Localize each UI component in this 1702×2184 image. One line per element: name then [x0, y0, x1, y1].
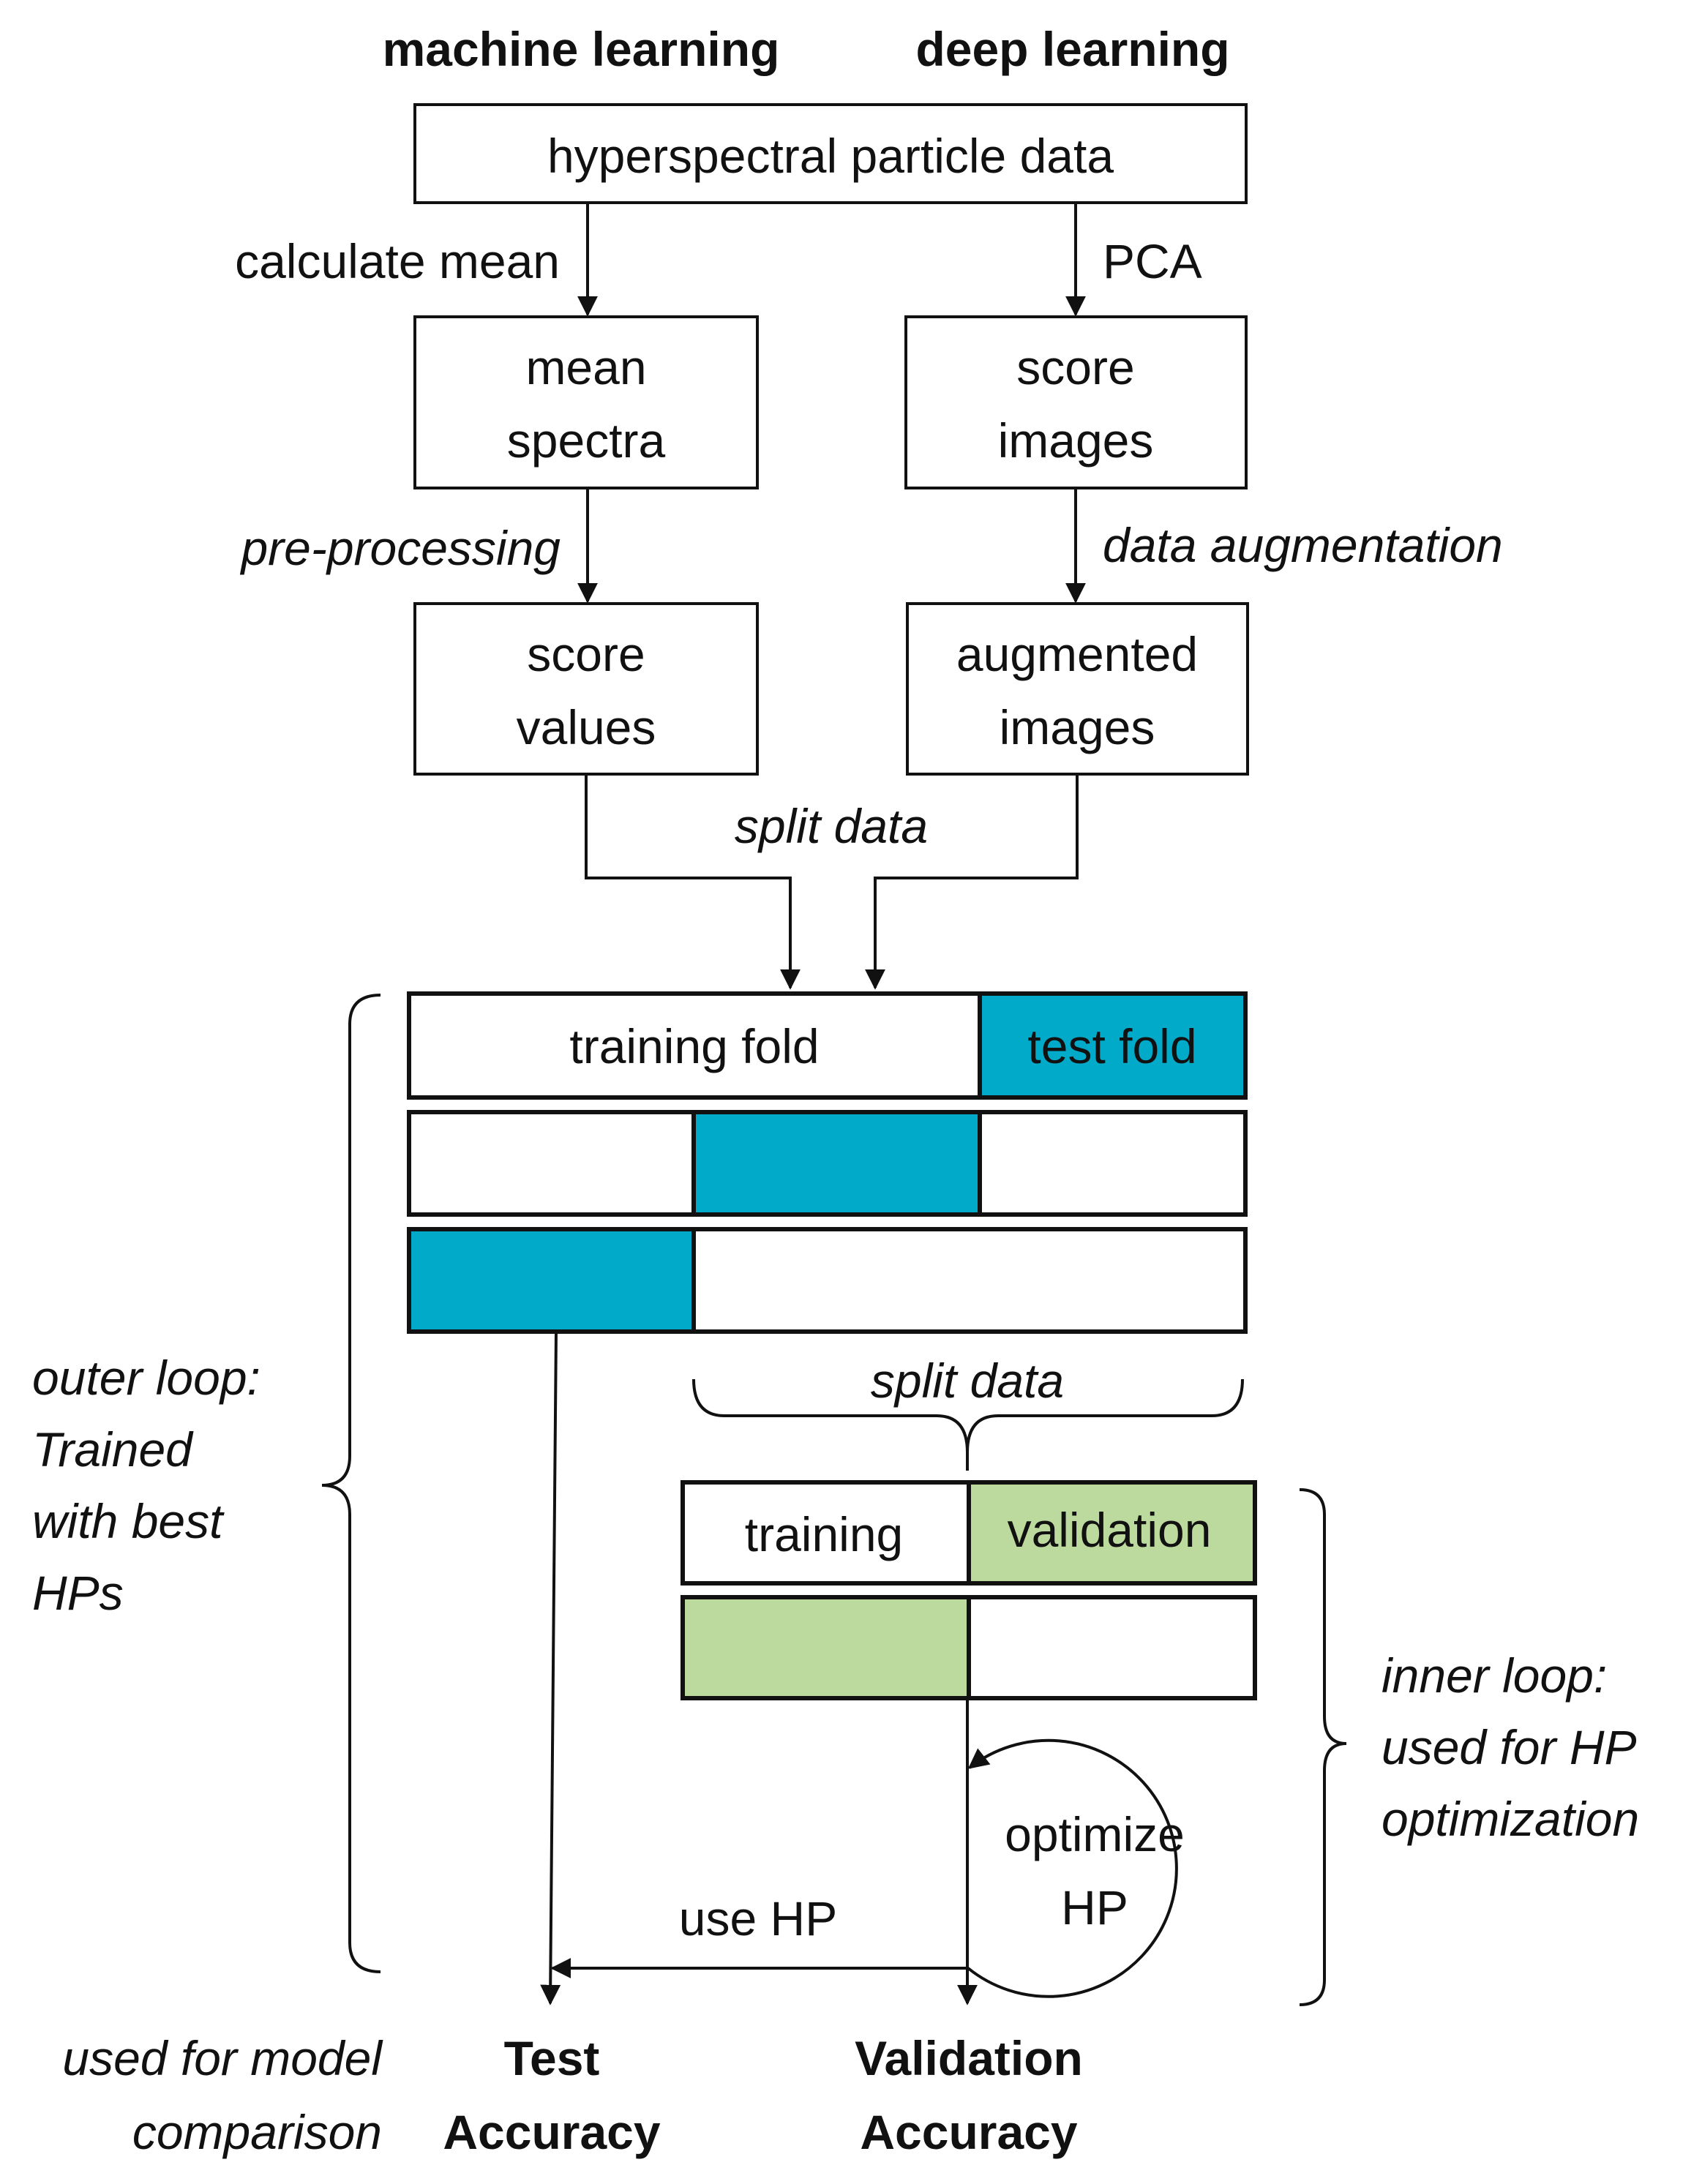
svg-text:images: images — [998, 413, 1154, 468]
header-machine-learning: machine learning — [383, 22, 780, 76]
label-data-augmentation: data augmentation — [1103, 518, 1503, 572]
svg-text:augmented: augmented — [956, 627, 1198, 681]
test-line — [540, 1331, 561, 2005]
label-use-hp: use HP — [679, 1891, 837, 1945]
label-pca: PCA — [1103, 234, 1202, 288]
label-split-data-top: split data — [735, 799, 928, 853]
validation-segment-2 — [681, 1595, 971, 1700]
svg-text:score: score — [1016, 340, 1134, 394]
svg-text:mean: mean — [525, 340, 646, 394]
svg-text:hyperspectral particle data: hyperspectral particle data — [547, 129, 1114, 183]
label-split-data-inner: split data — [871, 1354, 1064, 1408]
validation-segment-1 — [967, 1480, 1257, 1586]
mean-spectra-box: mean spectra — [413, 315, 759, 489]
test-fold-segment-3 — [407, 1227, 696, 1334]
connector-score-values — [585, 774, 801, 990]
label-calculate-mean: calculate mean — [235, 234, 560, 288]
inner-training-label: training — [745, 1507, 903, 1561]
test-fold-label: test fold — [1027, 1019, 1196, 1073]
inner-fold-row-2 — [681, 1595, 1257, 1700]
optimize-hp-loop — [967, 1738, 1178, 1998]
inner-loop-note: inner loop: used for HP optimization — [1382, 1648, 1639, 1846]
svg-text:used for HP: used for HP — [1382, 1720, 1637, 1774]
connector-augmented-images — [865, 774, 1079, 990]
inner-fold-row-1: training validation — [681, 1480, 1257, 1586]
svg-text:score: score — [527, 627, 645, 681]
svg-text:Trained: Trained — [32, 1422, 194, 1476]
svg-text:images: images — [1000, 700, 1155, 754]
outer-fold-row-1: training fold test fold — [407, 991, 1248, 1100]
optimize-hp-label-1: optimize — [1005, 1807, 1185, 1861]
svg-text:spectra: spectra — [507, 413, 666, 468]
test-fold-segment-2 — [691, 1110, 982, 1217]
model-comparison-note: used for model comparison — [62, 2031, 383, 2159]
validation-accuracy: Validation Accuracy — [855, 2031, 1083, 2159]
label-pre-processing: pre-processing — [239, 521, 561, 575]
inner-loop-bracket — [1299, 1488, 1347, 2006]
svg-text:used for model: used for model — [62, 2031, 383, 2085]
outer-loop-note: outer loop: Trained with best HPs — [32, 1351, 260, 1620]
hyperspectral-data-box: hyperspectral particle data — [413, 103, 1248, 204]
augmented-images-box: augmented images — [906, 602, 1249, 776]
test-accuracy: Test Accuracy — [443, 2031, 660, 2159]
score-images-box: score images — [904, 315, 1248, 489]
svg-text:HPs: HPs — [32, 1566, 124, 1620]
svg-text:Test: Test — [504, 2031, 600, 2085]
svg-text:optimization: optimization — [1382, 1792, 1639, 1846]
svg-text:comparison: comparison — [132, 2105, 382, 2159]
inner-validation-label: validation — [1008, 1503, 1212, 1557]
outer-loop-bracket — [321, 994, 381, 1973]
svg-text:with best: with best — [32, 1494, 225, 1548]
score-values-box: score values — [413, 602, 759, 776]
training-fold-label: training fold — [569, 1019, 819, 1073]
svg-text:Accuracy: Accuracy — [443, 2105, 660, 2159]
svg-text:Accuracy: Accuracy — [860, 2105, 1077, 2159]
svg-text:values: values — [517, 700, 656, 754]
header-deep-learning: deep learning — [915, 22, 1229, 76]
optimize-hp-label-2: HP — [1061, 1880, 1128, 1935]
svg-text:outer loop:: outer loop: — [32, 1351, 260, 1405]
test-fold-segment-1 — [978, 991, 1248, 1100]
outer-fold-row-2 — [407, 1110, 1248, 1217]
outer-fold-row-3 — [407, 1227, 1248, 1334]
svg-text:Validation: Validation — [855, 2031, 1083, 2085]
svg-text:inner loop:: inner loop: — [1382, 1648, 1607, 1703]
split-data-brace — [692, 1378, 1244, 1471]
